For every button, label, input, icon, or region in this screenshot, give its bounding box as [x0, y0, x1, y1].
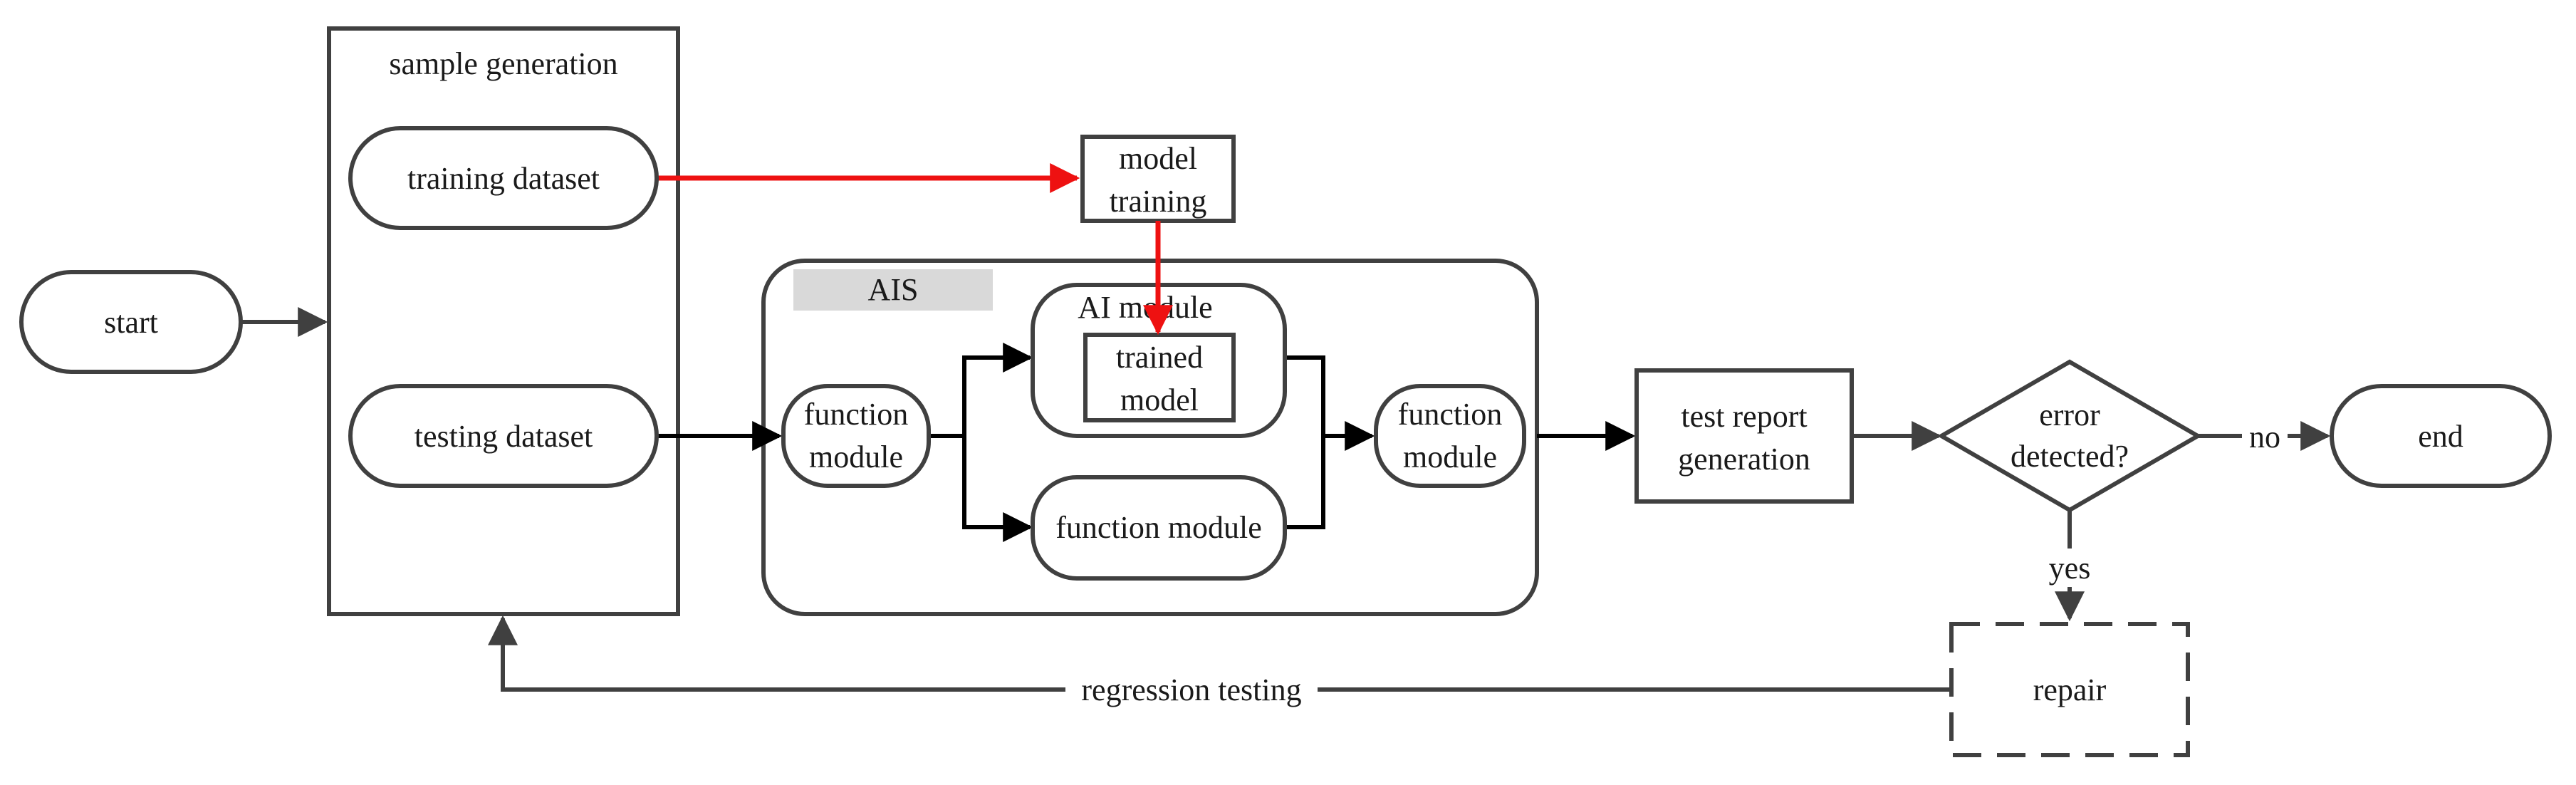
edge-regression-label: regression testing: [1081, 672, 1301, 707]
edge-yes-label: yes: [2049, 551, 2091, 586]
start-label: start: [104, 305, 158, 340]
edge-function-to-function-bottom: [962, 436, 1033, 542]
end-label: end: [2418, 419, 2463, 454]
testing-dataset-node: [348, 384, 659, 488]
repair-label: repair: [2033, 672, 2107, 707]
edge-function-to-ai-module: [929, 343, 1033, 438]
ais-title: AIS: [868, 272, 919, 307]
function-module-bottom-node: [1031, 475, 1287, 581]
function-module-left-label-line2: module: [809, 440, 903, 474]
training-dataset-label: training dataset: [407, 161, 600, 196]
model-training-label-line1: model: [1119, 141, 1197, 176]
training-dataset-node: [348, 126, 659, 230]
edge-repair-to-sample: [488, 615, 1951, 692]
edge-no-label-bg: [2242, 419, 2288, 453]
repair-node: [1949, 622, 2190, 757]
ai-module-label: AI module: [1078, 290, 1212, 325]
function-module-right-node: [1374, 384, 1526, 488]
ais-tag: [793, 269, 993, 311]
edge-regression-label-bg: [1065, 670, 1318, 709]
function-module-right-label-line2: module: [1403, 440, 1497, 474]
trained-model-label-line1: trained: [1116, 340, 1203, 375]
model-training-label-line2: training: [1110, 184, 1207, 219]
edge-yes-label-bg: [2040, 549, 2100, 587]
testing-dataset-label: testing dataset: [414, 419, 593, 454]
edge-ai-module-to-function-right: [1285, 355, 1375, 451]
edge-no-label: no: [2249, 420, 2280, 454]
trained-model-label-line2: model: [1120, 383, 1199, 417]
error-detected-label-line2: detected?: [2011, 439, 2129, 474]
end-node: [2330, 384, 2552, 488]
sample-generation-container: [327, 26, 680, 616]
edge-function-bottom-to-merge: [1285, 436, 1325, 529]
function-module-right-label-line1: function: [1398, 397, 1503, 432]
start-node: [19, 270, 243, 374]
function-module-bottom-label: function module: [1055, 510, 1262, 545]
error-detected-decision: [1937, 359, 2202, 513]
test-report-label-line2: generation: [1678, 442, 1810, 477]
test-report-label-line1: test report: [1681, 399, 1807, 434]
model-training-node: [1080, 135, 1236, 223]
sample-generation-title: sample generation: [389, 46, 617, 81]
error-detected-label-line1: error: [2039, 397, 2100, 432]
function-module-left-node: [781, 384, 931, 488]
trained-model-node: [1083, 333, 1236, 422]
function-module-left-label-line1: function: [804, 397, 909, 432]
test-report-node: [1634, 368, 1854, 504]
